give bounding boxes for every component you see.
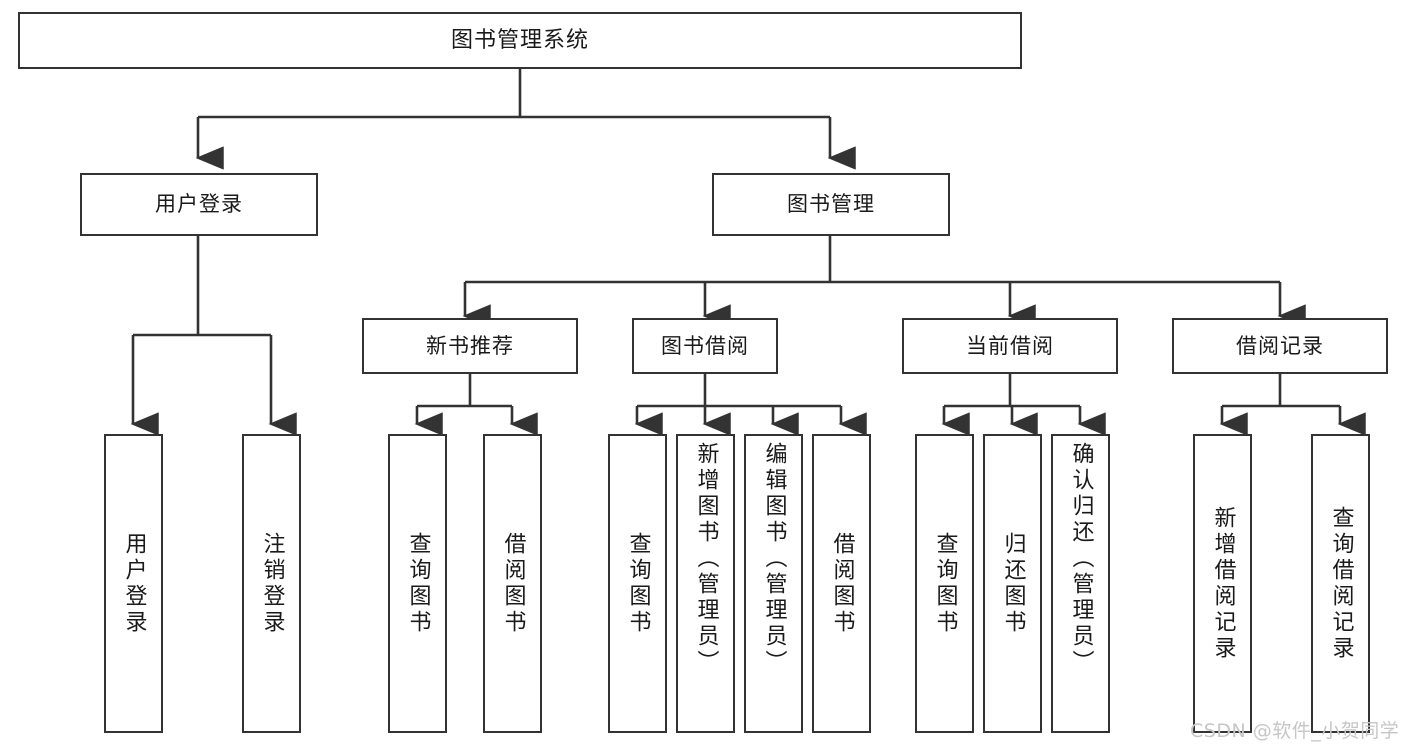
leaf-logout-login[interactable]: 注销登录 xyxy=(242,434,301,733)
leaf-query-book-recommend[interactable]: 查询图书 xyxy=(388,434,447,733)
leaf-query-borrow-record[interactable]: 查询借阅记录 xyxy=(1311,434,1370,733)
node-new-book-recommendation[interactable]: 新书推荐 xyxy=(362,318,578,374)
leaf-query-book-current[interactable]: 查询图书 xyxy=(915,434,974,733)
node-label: 查询图书 xyxy=(405,531,431,636)
node-label: 新书推荐 xyxy=(426,333,514,358)
node-label: 当前借阅 xyxy=(966,333,1054,358)
node-label: 新增借阅记录 xyxy=(1210,505,1236,662)
node-label: 查询图书 xyxy=(932,531,958,636)
node-label: 查询借阅记录 xyxy=(1328,505,1354,662)
leaf-return-book[interactable]: 归还图书 xyxy=(983,434,1042,733)
node-label: 编辑图书（管理员） xyxy=(761,442,787,676)
node-label: 图书管理系统 xyxy=(450,27,589,53)
leaf-borrow-book-recommend[interactable]: 借阅图书 xyxy=(483,434,542,733)
csdn-watermark: CSDN @软件_小贺同学 xyxy=(1190,720,1400,742)
node-root-book-management-system[interactable]: 图书管理系统 xyxy=(18,12,1022,69)
leaf-confirm-return-admin[interactable]: 确认归还（管理员） xyxy=(1051,434,1110,733)
node-label: 用户登录 xyxy=(121,531,147,636)
leaf-add-book-admin[interactable]: 新增图书（管理员） xyxy=(676,434,735,733)
node-label: 查询图书 xyxy=(625,531,651,636)
node-label: 注销登录 xyxy=(259,531,285,636)
node-label: 归还图书 xyxy=(1000,531,1026,636)
leaf-borrow-book[interactable]: 借阅图书 xyxy=(812,434,871,733)
leaf-edit-book-admin[interactable]: 编辑图书（管理员） xyxy=(744,434,803,733)
node-book-borrow[interactable]: 图书借阅 xyxy=(632,318,778,374)
leaf-add-borrow-record[interactable]: 新增借阅记录 xyxy=(1193,434,1252,733)
leaf-query-book-borrow[interactable]: 查询图书 xyxy=(608,434,667,733)
node-current-borrow[interactable]: 当前借阅 xyxy=(902,318,1118,374)
node-label: 确认归还（管理员） xyxy=(1068,442,1094,676)
leaf-user-login[interactable]: 用户登录 xyxy=(104,434,163,733)
node-label: 图书管理 xyxy=(787,192,875,217)
node-label: 借阅记录 xyxy=(1236,333,1324,358)
node-label: 借阅图书 xyxy=(500,531,526,636)
node-user-login[interactable]: 用户登录 xyxy=(80,173,318,236)
node-book-management[interactable]: 图书管理 xyxy=(712,173,950,236)
node-borrow-record[interactable]: 借阅记录 xyxy=(1172,318,1388,374)
node-label: 新增图书（管理员） xyxy=(693,442,719,676)
node-label: 用户登录 xyxy=(155,192,243,217)
node-label: 图书借阅 xyxy=(661,333,749,358)
node-label: 借阅图书 xyxy=(829,531,855,636)
